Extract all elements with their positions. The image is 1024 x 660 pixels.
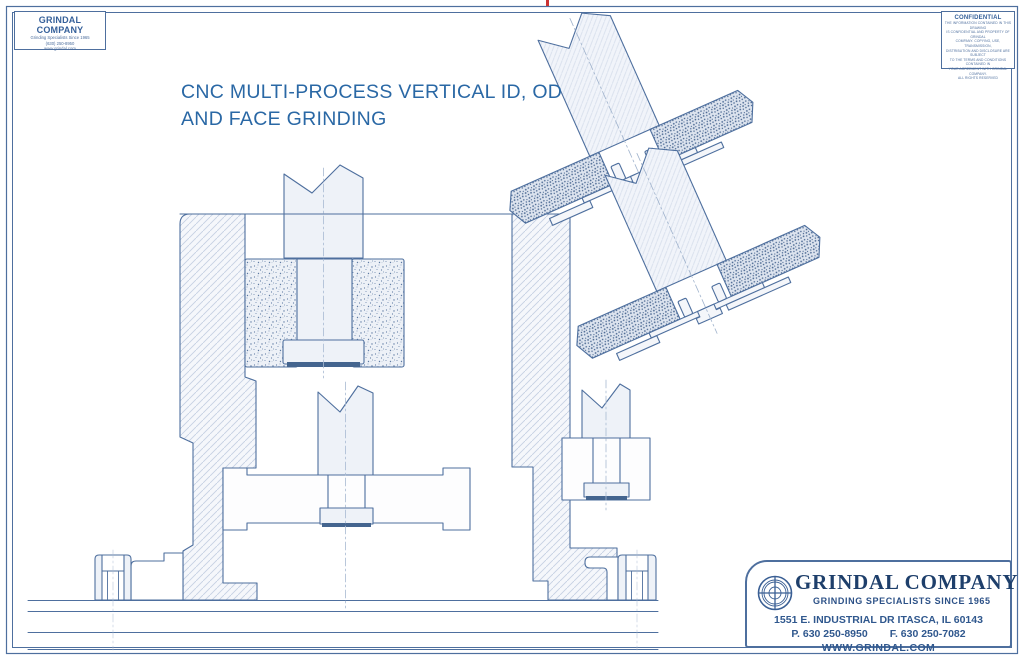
side-spindle-shaft	[581, 383, 631, 439]
header-company-phone: (630) 250-8950	[45, 40, 75, 46]
confidential-line: YOUR AGREEMENT WITH GRINDAL COMPANY.	[948, 66, 1008, 76]
footer-address: 1551 E. INDUSTRIAL DR ITASCA, IL 60143	[774, 614, 983, 626]
centerline	[569, 18, 651, 199]
angled-wheel-assembly-2	[576, 147, 821, 361]
side-spindle-housing	[561, 383, 651, 501]
angled-wheel-left	[509, 151, 614, 224]
footer-company-tagline: GRINDING SPECIALISTS SINCE 1965	[813, 596, 991, 606]
left-clamp-assembly	[94, 552, 184, 601]
confidential-title: CONFIDENTIAL	[954, 15, 1002, 21]
work-table	[222, 467, 471, 531]
header-company-block: GRINDAL COMPANY Grinding Specialists Sin…	[14, 11, 106, 52]
confidential-block: CONFIDENTIAL THE INFORMATION CONTAINED I…	[941, 11, 1015, 80]
drawing-title-line1: CNC MULTI-PROCESS VERTICAL ID, OD	[181, 81, 563, 103]
angled-wheel-right	[716, 224, 821, 297]
confidential-line: THE INFORMATION CONTAINED IN THIS DRAWIN…	[944, 21, 1012, 30]
red-tick-mark	[546, 0, 549, 6]
centerlines	[112, 167, 638, 651]
header-company-tagline: Grinding Specialists Since 1965	[30, 35, 90, 40]
footer-phone: P. 630 250-8950	[791, 628, 868, 640]
grindal-logo-icon	[757, 575, 793, 611]
centerline	[636, 153, 718, 334]
confidential-line: DISTRIBUTION AND DISCLOSURE ARE SUBJECT	[946, 48, 1010, 58]
footer-phone-fax: P. 630 250-8950 F. 630 250-7082	[747, 628, 1010, 640]
header-company-name: GRINDAL COMPANY	[36, 15, 84, 35]
id-grinding-assembly	[244, 164, 405, 368]
header-company-website: www.grindal.com	[44, 46, 76, 52]
machine-base	[27, 600, 659, 650]
confidential-line: TO THE TERMS AND CONDITIONS CONTAINED IN	[949, 57, 1007, 67]
drawing-title-line2: AND FACE GRINDING	[181, 107, 387, 130]
id-quill	[296, 258, 353, 341]
angled-wheel-left	[576, 286, 681, 359]
left-machine-column	[179, 213, 258, 601]
drawing-title: CNC MULTI-PROCESS VERTICAL ID, OD AND FA…	[181, 79, 562, 132]
center-machine-column	[511, 213, 618, 601]
sheet-border	[5, 5, 1019, 655]
confidential-line: IS CONFIDENTIAL AND PROPERTY OF GRINDAL	[946, 30, 1010, 39]
angled-wheel-right	[649, 89, 754, 162]
confidential-line: ALL RIGHTS RESERVED	[957, 76, 998, 81]
footer-company-name: GRINDAL COMPANY	[795, 570, 1019, 594]
confidential-line: COMPANY. COPYING, USE, TRANSMISSION,	[955, 39, 1001, 48]
footer-title-block: GRINDAL COMPANY GRINDING SPECIALISTS SIN…	[745, 560, 1018, 654]
footer-website: WWW.GRINDAL.COM	[821, 642, 936, 654]
footer-fax: F. 630 250-7082	[889, 628, 966, 640]
